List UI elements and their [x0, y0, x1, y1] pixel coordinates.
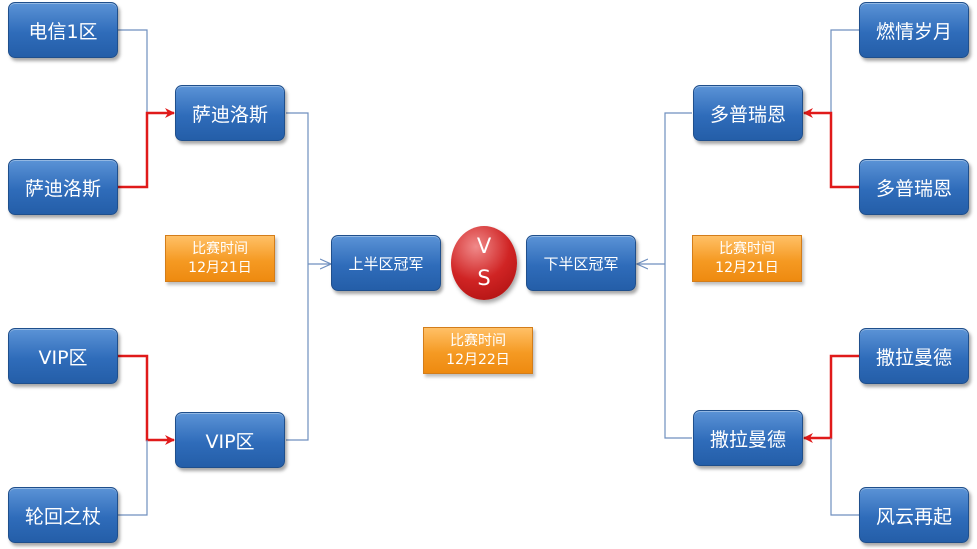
- advance-line: [118, 108, 175, 189]
- team-box-left-r2-1: 萨迪洛斯: [175, 85, 285, 141]
- connector-line: [664, 112, 692, 439]
- team-box-right-r1-4: 风云再起: [859, 487, 969, 543]
- lower-half-champion-box: 下半区冠军: [526, 235, 636, 291]
- team-box-right-r1-3: 撒拉曼德: [859, 328, 969, 384]
- vs-letter-s: S: [477, 266, 491, 290]
- team-box-left-r2-2: VIP区: [175, 412, 285, 468]
- team-box-right-r2-2: 撒拉曼德: [693, 410, 803, 466]
- team-box-right-r2-1: 多普瑞恩: [693, 85, 803, 141]
- team-box-left-r1-2: 萨迪洛斯: [8, 159, 118, 215]
- connector-line: [118, 440, 148, 516]
- team-box-right-r1-1: 燃情岁月: [859, 2, 969, 58]
- match-time-box-center: 比赛时间 12月22日: [423, 327, 533, 374]
- vs-badge: V S: [451, 226, 517, 300]
- connector-line: [286, 112, 309, 441]
- connector-line: [830, 29, 859, 113]
- advance-line: [803, 108, 859, 189]
- match-date: 12月21日: [715, 259, 779, 276]
- team-box-left-r1-1: 电信1区: [8, 2, 118, 58]
- match-time-label: 比赛时间: [192, 240, 248, 257]
- team-box-left-r1-4: 轮回之杖: [8, 487, 118, 543]
- match-date: 12月22日: [446, 351, 510, 368]
- team-box-right-r1-2: 多普瑞恩: [859, 159, 969, 215]
- match-date: 12月21日: [188, 259, 252, 276]
- advance-line: [118, 354, 175, 445]
- team-box-left-r1-3: VIP区: [8, 328, 118, 384]
- match-time-label: 比赛时间: [719, 240, 775, 257]
- upper-half-champion-box: 上半区冠军: [331, 235, 441, 291]
- match-time-box-right: 比赛时间 12月21日: [692, 235, 802, 282]
- connector-line: [118, 29, 148, 113]
- match-time-box-left: 比赛时间 12月21日: [165, 235, 275, 282]
- vs-letter-v: V: [476, 234, 492, 258]
- match-time-label: 比赛时间: [450, 332, 506, 349]
- advance-line: [803, 354, 859, 443]
- connector-line: [830, 438, 859, 516]
